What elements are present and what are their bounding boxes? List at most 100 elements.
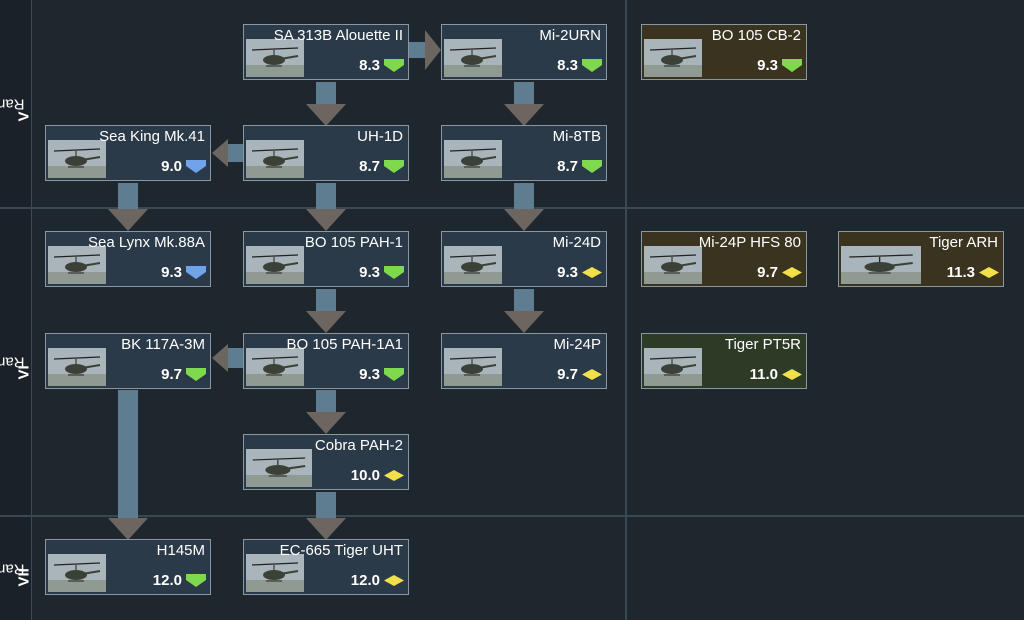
- status-badge-icon: [581, 367, 603, 382]
- vehicle-name: Mi-24P: [553, 336, 601, 353]
- helicopter-thumbnail: [48, 246, 106, 284]
- helicopter-thumbnail: [246, 246, 304, 284]
- tree-connector: [409, 42, 425, 58]
- vehicle-card-bk-117a-3m[interactable]: BK 117A-3M 9.7: [45, 333, 211, 389]
- battle-rating: 11.0: [749, 366, 778, 383]
- helicopter-thumbnail: [48, 140, 106, 178]
- tree-connector: [228, 144, 244, 162]
- helicopter-thumbnail: [246, 39, 304, 77]
- vehicle-name: EC-665 Tiger UHT: [279, 542, 403, 559]
- arrow-right-icon: [425, 30, 441, 70]
- battle-rating: 12.0: [152, 572, 182, 589]
- status-badge-icon: [185, 265, 207, 280]
- arrow-down-icon: [504, 311, 544, 333]
- status-badge-icon: [383, 159, 405, 174]
- battle-rating: 8.3: [557, 57, 578, 74]
- helicopter-thumbnail: [48, 348, 106, 386]
- battle-rating: 9.7: [757, 264, 778, 281]
- battle-rating: 8.7: [359, 158, 380, 175]
- arrow-left-icon: [212, 139, 228, 167]
- helicopter-thumbnail: [444, 140, 502, 178]
- rank-divider: [0, 515, 1024, 517]
- tree-connector: [118, 390, 138, 518]
- vehicle-name: Sea Lynx Mk.88A: [87, 234, 205, 251]
- arrow-down-icon: [306, 518, 346, 540]
- vehicle-name: Sea King Mk.41: [99, 128, 205, 145]
- helicopter-thumbnail: [246, 554, 304, 592]
- vehicle-card-sa-313b-alouette-ii[interactable]: SA 313B Alouette II 8.3: [243, 24, 409, 80]
- helicopter-thumbnail: [246, 140, 304, 178]
- arrow-down-icon: [504, 209, 544, 231]
- arrow-down-icon: [306, 412, 346, 434]
- status-badge-icon: [781, 58, 803, 73]
- vehicle-card-mi-24p[interactable]: Mi-24P 9.7: [441, 333, 607, 389]
- helicopter-thumbnail: [644, 39, 702, 77]
- status-badge-icon: [383, 265, 405, 280]
- vehicle-name: Cobra PAH-2: [314, 437, 403, 454]
- helicopter-thumbnail: [246, 348, 304, 386]
- helicopter-thumbnail: [246, 449, 312, 487]
- vehicle-card-bo-105-cb-2[interactable]: BO 105 CB-2 9.3: [641, 24, 807, 80]
- helicopter-thumbnail: [644, 246, 702, 284]
- vehicle-card-bo-105-pah-1[interactable]: BO 105 PAH-1 9.3: [243, 231, 409, 287]
- arrow-down-icon: [306, 209, 346, 231]
- tree-connector: [316, 492, 336, 518]
- vehicle-card-uh-1d[interactable]: UH-1D 8.7: [243, 125, 409, 181]
- vehicle-name: Mi-24D: [552, 234, 601, 251]
- status-badge-icon: [781, 265, 803, 280]
- vehicle-card-sea-king-mk41[interactable]: Sea King Mk.41 9.0: [45, 125, 211, 181]
- tree-connector: [514, 82, 534, 104]
- vehicle-card-mi-8tb[interactable]: Mi-8TB 8.7: [441, 125, 607, 181]
- status-badge-icon: [383, 573, 405, 588]
- vehicle-name: Tiger ARH: [929, 234, 998, 251]
- battle-rating: 9.7: [557, 366, 578, 383]
- status-badge-icon: [185, 367, 207, 382]
- vehicle-name: BO 105 CB-2: [711, 27, 801, 44]
- status-badge-icon: [781, 367, 803, 382]
- status-badge-icon: [978, 265, 1000, 280]
- tree-connector: [228, 348, 244, 368]
- helicopter-thumbnail: [444, 39, 502, 77]
- status-badge-icon: [581, 159, 603, 174]
- vehicle-card-mi-2urn[interactable]: Mi-2URN 8.3: [441, 24, 607, 80]
- vehicle-name: Mi-2URN: [539, 27, 601, 44]
- vehicle-card-mi-24d[interactable]: Mi-24D 9.3: [441, 231, 607, 287]
- battle-rating: 11.3: [946, 264, 975, 281]
- battle-rating: 9.3: [757, 57, 778, 74]
- rank-label-vii: Rank VII: [0, 560, 33, 587]
- vehicle-card-tiger-pt5r[interactable]: Tiger PT5R 11.0: [641, 333, 807, 389]
- rank-label-v: Rank V: [0, 95, 33, 122]
- helicopter-thumbnail: [841, 246, 921, 284]
- vehicle-card-tiger-arh[interactable]: Tiger ARH 11.3: [838, 231, 1004, 287]
- battle-rating: 12.0: [350, 572, 380, 589]
- status-badge-icon: [581, 265, 603, 280]
- vehicle-name: BK 117A-3M: [121, 336, 205, 353]
- vehicle-name: BO 105 PAH-1: [304, 234, 403, 251]
- vehicle-name: H145M: [156, 542, 205, 559]
- vehicle-card-bo-105-pah-1a1[interactable]: BO 105 PAH-1A1 9.3: [243, 333, 409, 389]
- status-badge-icon: [185, 573, 207, 588]
- vehicle-name: Mi-8TB: [552, 128, 601, 145]
- vehicle-name: Tiger PT5R: [724, 336, 801, 353]
- battle-rating: 9.7: [161, 366, 182, 383]
- arrow-down-icon: [108, 518, 148, 540]
- vehicle-name: UH-1D: [357, 128, 403, 145]
- tree-connector: [514, 289, 534, 311]
- vehicle-card-h145m[interactable]: H145M 12.0: [45, 539, 211, 595]
- tree-connector: [118, 183, 138, 209]
- status-badge-icon: [383, 58, 405, 73]
- tree-connector: [316, 390, 336, 412]
- vehicle-card-cobra-pah-2[interactable]: Cobra PAH-2 10.0: [243, 434, 409, 490]
- vehicle-name: Mi-24P HFS 80: [698, 234, 801, 251]
- rank-label-vi: Rank VI: [0, 353, 33, 380]
- vehicle-name: SA 313B Alouette II: [273, 27, 403, 44]
- tree-connector: [316, 289, 336, 311]
- arrow-down-icon: [306, 311, 346, 333]
- battle-rating: 9.3: [161, 264, 182, 281]
- vehicle-card-mi-24p-hfs-80[interactable]: Mi-24P HFS 80 9.7: [641, 231, 807, 287]
- vehicle-card-ec-665-tiger-uht[interactable]: EC-665 Tiger UHT 12.0: [243, 539, 409, 595]
- arrow-down-icon: [504, 104, 544, 126]
- battle-rating: 10.0: [350, 467, 380, 484]
- vehicle-card-sea-lynx-mk88a[interactable]: Sea Lynx Mk.88A 9.3: [45, 231, 211, 287]
- helicopter-thumbnail: [48, 554, 106, 592]
